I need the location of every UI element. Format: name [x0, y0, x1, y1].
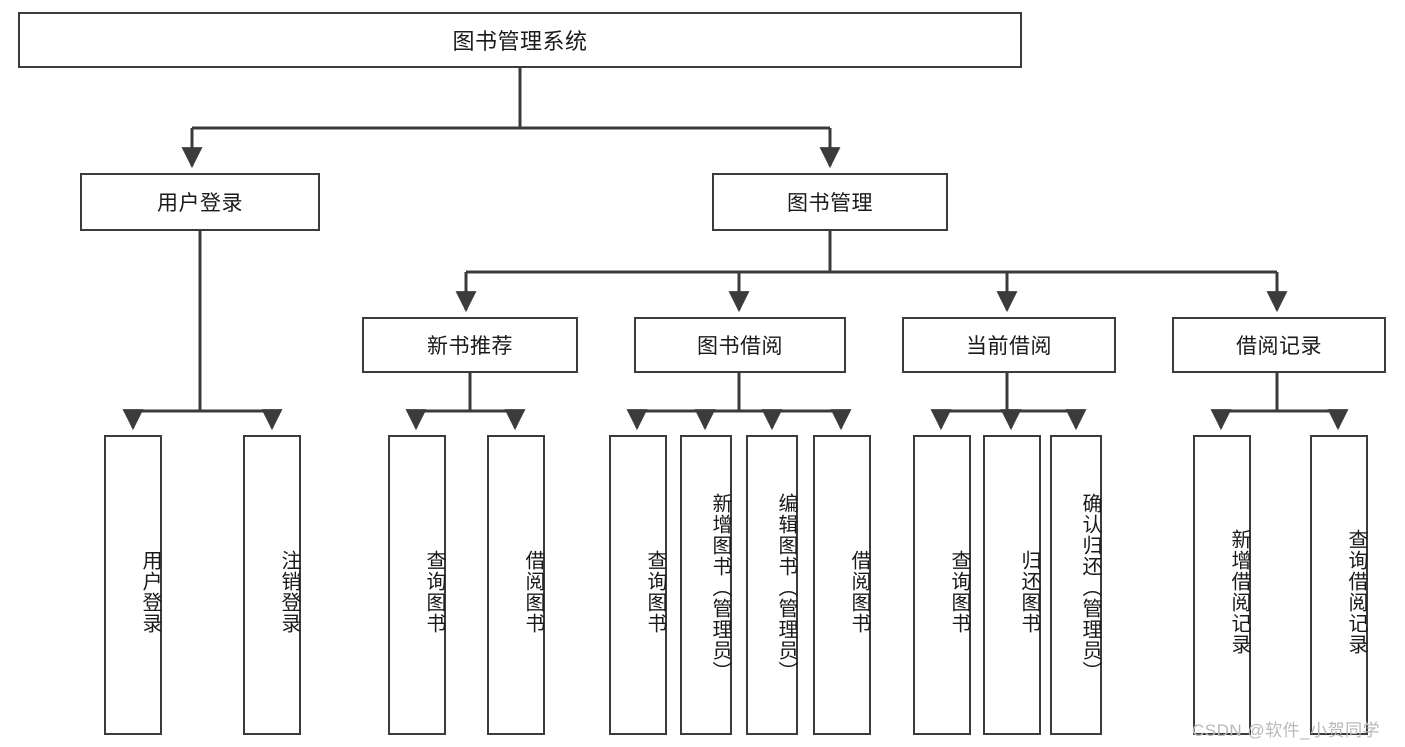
node-user-login-label: 用户登录: [157, 192, 243, 215]
leaf-return-book-label: 归还图书: [1018, 550, 1040, 634]
node-new-book-recommend-label: 新书推荐: [427, 335, 513, 358]
leaf-query-book-rec[interactable]: 查询图书: [388, 435, 446, 735]
leaf-user-login[interactable]: 用户登录: [104, 435, 162, 735]
leaf-query-record[interactable]: 查询借阅记录: [1310, 435, 1368, 735]
node-new-book-recommend[interactable]: 新书推荐: [362, 317, 578, 373]
leaf-confirm-return[interactable]: 确认归还（管理员）: [1050, 435, 1102, 735]
leaf-borrow-book-rec-label: 借阅图书: [522, 550, 544, 634]
node-root-label: 图书管理系统: [452, 29, 588, 54]
node-current-borrow[interactable]: 当前借阅: [902, 317, 1116, 373]
leaf-add-record[interactable]: 新增借阅记录: [1193, 435, 1251, 735]
leaf-query-book-cur-label: 查询图书: [948, 550, 970, 634]
node-book-manage-label: 图书管理: [787, 192, 873, 215]
leaf-add-book-label: 新增图书（管理员）: [709, 492, 731, 682]
leaf-query-book-rec-label: 查询图书: [423, 550, 445, 634]
csdn-watermark: CSDN @软件_小贺同学: [1192, 721, 1381, 740]
leaf-query-book-borrow-label: 查询图书: [644, 550, 666, 634]
node-borrow-record[interactable]: 借阅记录: [1172, 317, 1386, 373]
node-borrow-record-label: 借阅记录: [1236, 335, 1322, 358]
node-book-borrow[interactable]: 图书借阅: [634, 317, 846, 373]
leaf-borrow-book[interactable]: 借阅图书: [813, 435, 871, 735]
leaf-edit-book-label: 编辑图书（管理员）: [775, 492, 797, 682]
leaf-confirm-return-label: 确认归还（管理员）: [1079, 492, 1101, 682]
node-user-login[interactable]: 用户登录: [80, 173, 320, 231]
leaf-logout[interactable]: 注销登录: [243, 435, 301, 735]
leaf-query-record-label: 查询借阅记录: [1345, 529, 1367, 655]
node-book-borrow-label: 图书借阅: [697, 335, 783, 358]
leaf-query-book-borrow[interactable]: 查询图书: [609, 435, 667, 735]
node-book-manage[interactable]: 图书管理: [712, 173, 948, 231]
leaf-borrow-book-label: 借阅图书: [848, 550, 870, 634]
node-current-borrow-label: 当前借阅: [966, 335, 1052, 358]
leaf-add-record-label: 新增借阅记录: [1228, 529, 1250, 655]
leaf-query-book-cur[interactable]: 查询图书: [913, 435, 971, 735]
leaf-logout-label: 注销登录: [278, 550, 300, 634]
leaf-add-book[interactable]: 新增图书（管理员）: [680, 435, 732, 735]
node-root[interactable]: 图书管理系统: [18, 12, 1022, 68]
leaf-return-book[interactable]: 归还图书: [983, 435, 1041, 735]
leaf-user-login-label: 用户登录: [139, 550, 161, 634]
leaf-borrow-book-rec[interactable]: 借阅图书: [487, 435, 545, 735]
leaf-edit-book[interactable]: 编辑图书（管理员）: [746, 435, 798, 735]
